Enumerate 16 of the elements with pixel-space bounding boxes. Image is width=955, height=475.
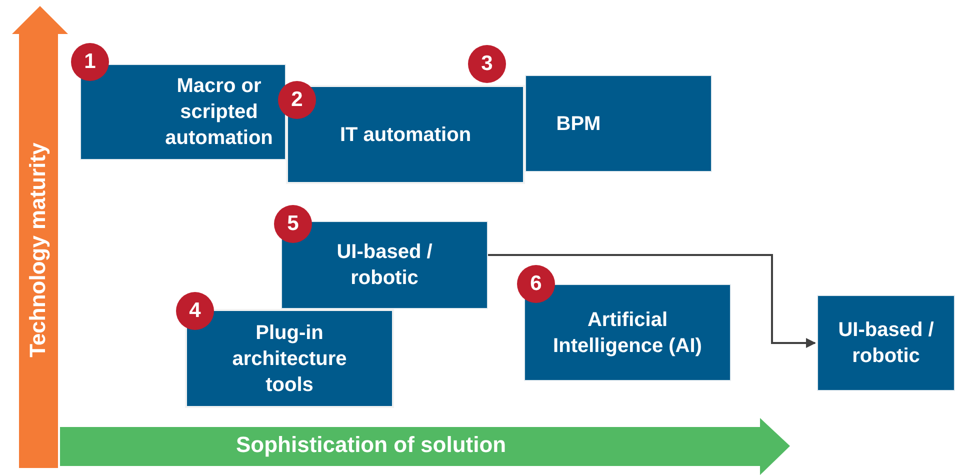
number-badge: 5 [274, 205, 312, 243]
box-label: IT automation [338, 122, 472, 148]
box-label: BPM [555, 112, 602, 136]
box-label: Macro or scripted automation [164, 74, 274, 151]
connector-arrow [488, 254, 816, 348]
number-badge: 6 [517, 265, 555, 303]
box-label: Plug-in architecture tools [231, 320, 348, 398]
number-badge: 2 [278, 81, 316, 119]
number-badge: 3 [468, 45, 506, 83]
number-badge: 4 [176, 292, 214, 330]
box-label: UI-based / robotic [837, 318, 935, 369]
number-badge: 1 [71, 43, 109, 81]
axis-label: Sophistication of solution [236, 432, 506, 458]
box-label: Artificial Intelligence (AI) [552, 308, 703, 358]
axis-label: Technology maturity [25, 142, 51, 358]
box-label: UI-based / robotic [336, 240, 434, 291]
